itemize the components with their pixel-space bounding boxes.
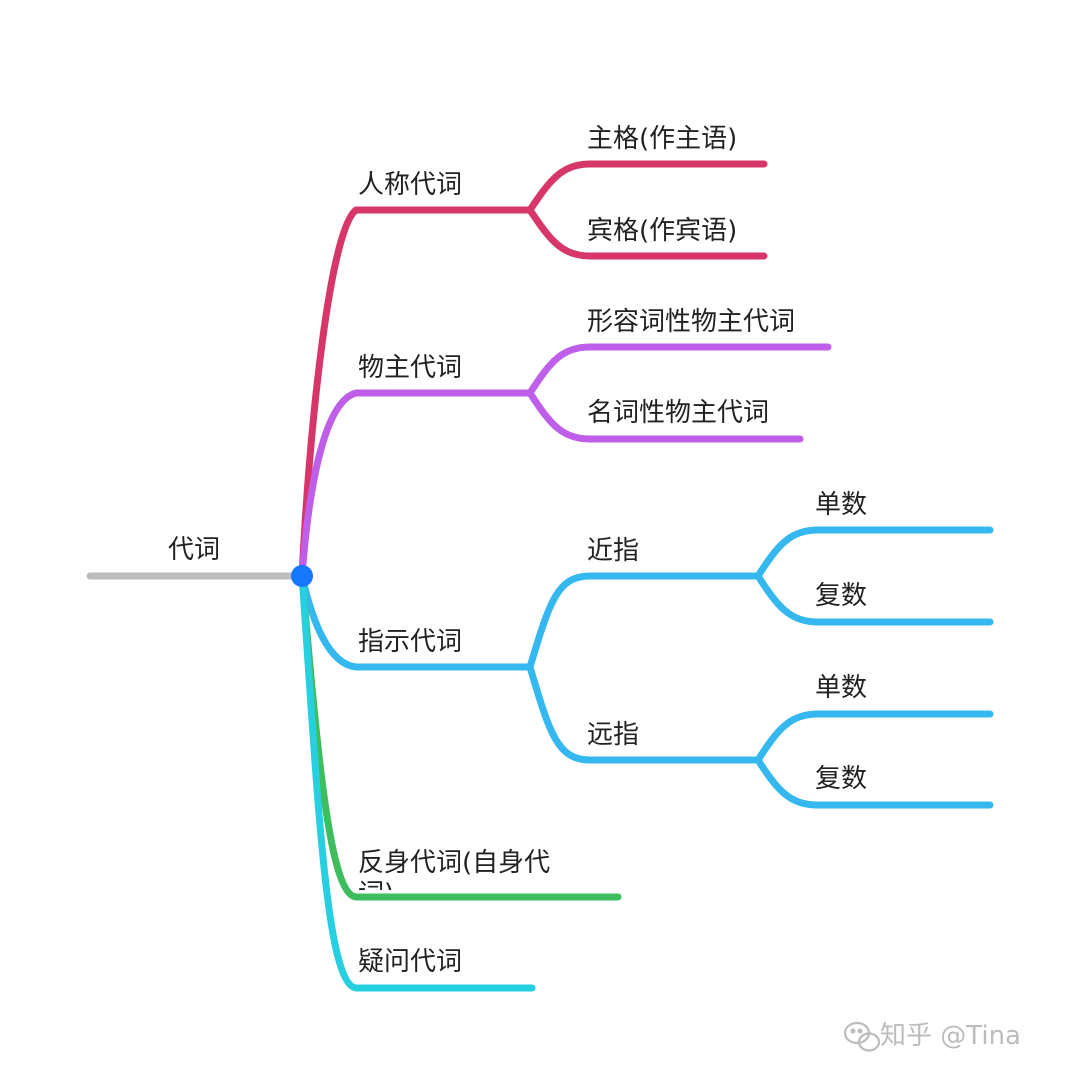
branch-label-demonstrative-pronouns[interactable]: 指示代词 bbox=[358, 627, 462, 657]
watermark: 知乎 @Tina bbox=[843, 1021, 1021, 1052]
wechat-icon bbox=[843, 1021, 881, 1052]
branch-label-reflexive-pronouns[interactable]: 反身代词(自身代 词) bbox=[358, 848, 558, 909]
node-label-nominal-possessive[interactable]: 名词性物主代词 bbox=[587, 398, 769, 428]
root-node-dot[interactable] bbox=[291, 565, 313, 587]
branch-line-possessive-pronouns bbox=[298, 389, 534, 580]
child-line-near-demonstrative bbox=[526, 572, 762, 671]
node-label-nominative[interactable]: 主格(作主语) bbox=[587, 124, 737, 154]
watermark-text: 知乎 @Tina bbox=[880, 1021, 1021, 1051]
child-line-far-demonstrative bbox=[526, 663, 762, 764]
node-label-near-demonstrative[interactable]: 近指 bbox=[587, 536, 639, 566]
node-label-near-singular[interactable]: 单数 bbox=[815, 490, 867, 520]
grandchild-line-near-plural bbox=[754, 572, 994, 626]
branch-label-interrogative-pronouns[interactable]: 疑问代词 bbox=[358, 947, 462, 977]
child-line-objective bbox=[526, 206, 768, 260]
grandchild-line-far-singular bbox=[754, 710, 994, 764]
grandchild-line-near-singular bbox=[754, 526, 994, 580]
child-line-nominal-possessive bbox=[526, 389, 804, 443]
child-line-adjectival-possessive bbox=[526, 343, 832, 397]
branch-label-possessive-pronouns[interactable]: 物主代词 bbox=[358, 353, 462, 383]
branch-label-personal-pronouns[interactable]: 人称代词 bbox=[358, 170, 462, 200]
grandchild-line-far-plural bbox=[754, 756, 994, 809]
node-label-far-plural[interactable]: 复数 bbox=[815, 764, 867, 794]
node-label-far-singular[interactable]: 单数 bbox=[815, 673, 867, 703]
node-label-near-plural[interactable]: 复数 bbox=[815, 581, 867, 611]
node-label-adjectival-possessive[interactable]: 形容词性物主代词 bbox=[587, 307, 795, 337]
node-label-objective[interactable]: 宾格(作宾语) bbox=[587, 216, 737, 246]
child-line-nominative bbox=[526, 160, 768, 214]
root-label: 代词 bbox=[168, 535, 220, 565]
reflexive-label-line-2: 词) bbox=[358, 879, 394, 909]
node-label-far-demonstrative[interactable]: 远指 bbox=[587, 720, 639, 750]
branch-line-interrogative-pronouns bbox=[298, 572, 536, 992]
reflexive-label-line-1: 反身代词(自身代 bbox=[358, 848, 550, 878]
